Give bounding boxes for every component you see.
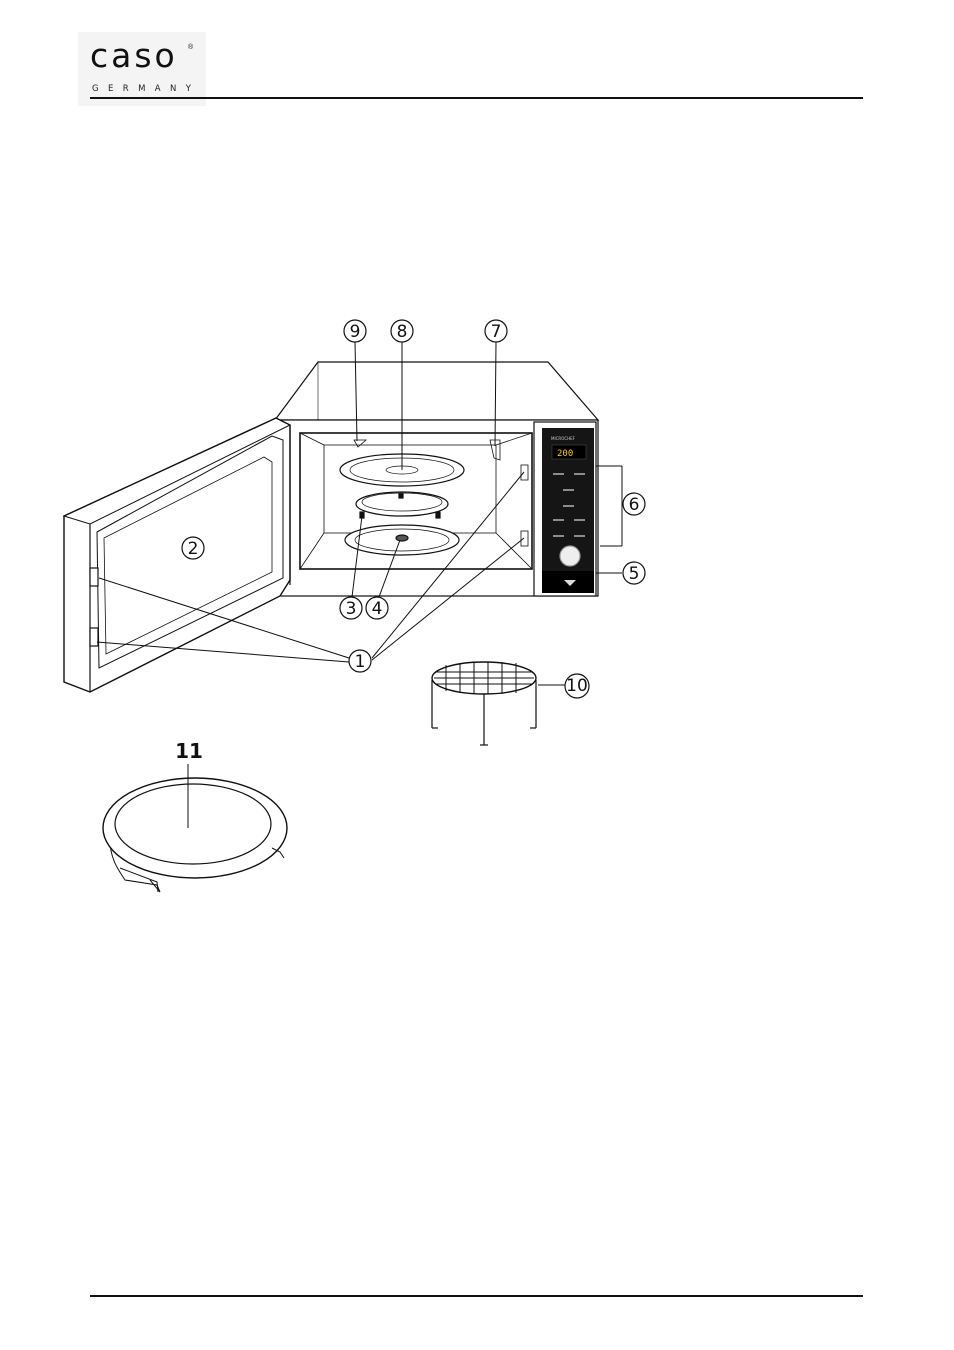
svg-text:4: 4 [372,599,383,619]
callout-5: 5 [623,562,645,584]
callout-4: 4 [366,597,388,619]
control-panel: MICROCHEF 200 [534,422,596,596]
callout-6: 6 [623,493,645,515]
svg-text:9: 9 [350,322,361,342]
callout-7: 7 [485,320,507,342]
display-readout: 200 [557,449,573,459]
crisp-ring [103,778,287,892]
svg-text:7: 7 [491,322,502,342]
svg-text:11: 11 [175,739,203,763]
svg-text:5: 5 [629,564,640,584]
callout-8: 8 [391,320,413,342]
svg-text:6: 6 [629,495,640,515]
svg-text:10: 10 [566,676,588,696]
svg-text:3: 3 [346,599,357,619]
svg-text:2: 2 [188,539,199,559]
callout-9: 9 [344,320,366,342]
callout-10: 10 [565,674,589,698]
svg-text:MICROCHEF: MICROCHEF [551,436,576,441]
open-door [64,418,290,692]
callout-11: 11 [175,739,203,763]
callout-1: 1 [349,650,371,672]
svg-text:1: 1 [355,652,366,672]
callout-3: 3 [340,597,362,619]
turntable-base [345,525,459,555]
wire-rack [432,662,536,745]
svg-text:8: 8 [397,322,408,342]
